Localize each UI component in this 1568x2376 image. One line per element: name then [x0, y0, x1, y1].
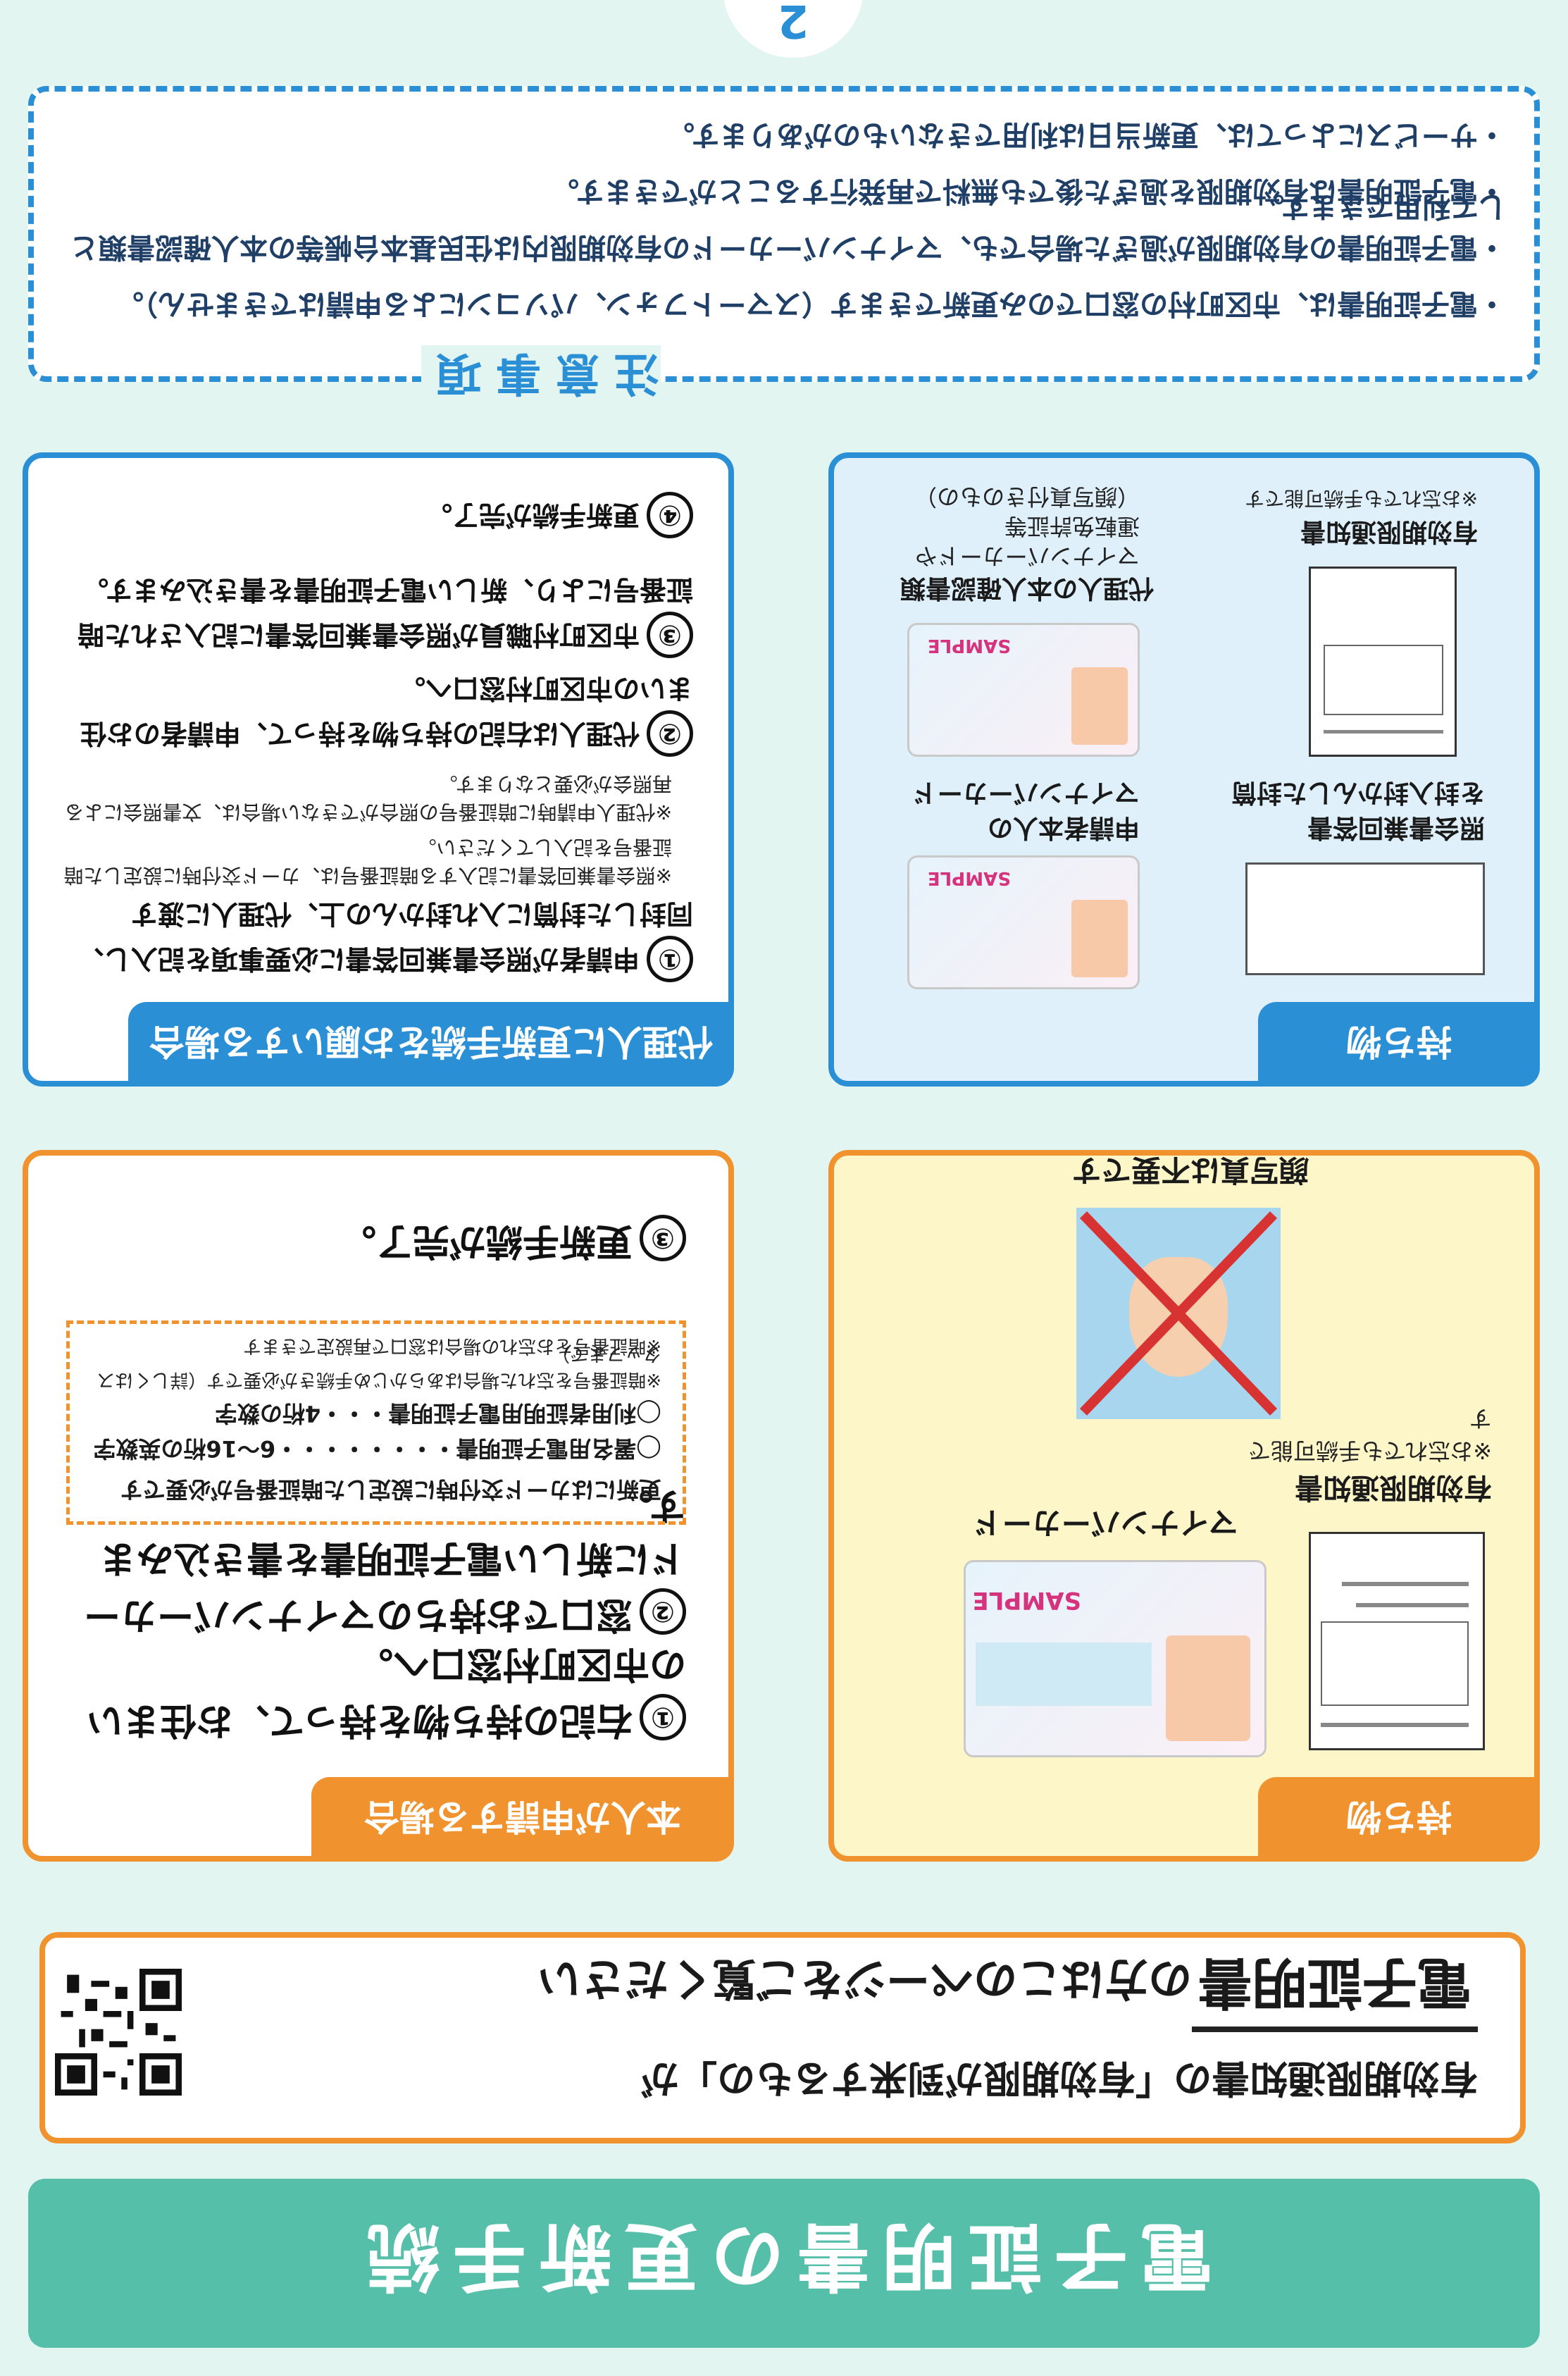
pin-note-2: ※暗証番号をお忘れの場合は窓口で再設定できます — [243, 1335, 661, 1356]
notice-rest: の方はこのページをご覧ください — [537, 1953, 1192, 2005]
caution-item-4: ・サービスによっては、更新当日は利用できないものがあります。 — [666, 118, 1506, 151]
proxy-items-card: 持ち物 SAMPLE 申請者本人の マイナンバーカード SAMPLE 代理人の本… — [828, 452, 1540, 1087]
expiry-notice-note: ※お忘れでも手続可能です — [1245, 487, 1478, 510]
applicant-card-label-1: 申請者本人の — [987, 813, 1140, 842]
self-step-1: ①右記の持ち物を持って、お住まいの市区町村窓口へ。 — [87, 1642, 686, 1741]
no-photo-illustration — [1076, 1208, 1281, 1419]
proxy-step-4: ④更新手続が完了。 — [59, 492, 693, 538]
sealed-label-1: 照会書兼回答書 — [1307, 813, 1485, 842]
proxy-id-example-2: 運転免許証等 — [1004, 513, 1140, 540]
applicant-card-image: SAMPLE — [907, 855, 1140, 989]
caution-title: 注意事項 — [421, 345, 661, 409]
my-number-card-image: SAMPLE — [964, 1560, 1267, 1757]
proxy-note-1: ※照会書兼回答書に記入する暗証番号は、カード交付時に設定した暗証番号を記入してく… — [63, 836, 672, 887]
page-title: 電子証明書の更新手続 — [354, 2213, 1214, 2300]
cross-mark-icon — [1079, 1211, 1278, 1416]
proxy-note-2: ※代理人申請時に暗証番号の照合ができない場合は、文書照会による再照会が必要となり… — [64, 772, 672, 824]
notice-line-1: 有効期限通知書の「有効期限が到来するもの」が — [641, 2056, 1478, 2100]
expiry-notice-label: 有効期限通知書 — [1300, 517, 1478, 546]
proxy-request-tab: 代理人に更新手続をお願いする場合 — [128, 1002, 734, 1087]
caution-item-1: ・電子証明書は、市区町村の窓口でのみ更新できます（スマートフォン、パソコンによる… — [116, 287, 1506, 320]
page-number: 2 — [723, 0, 864, 58]
face-photo-icon — [1166, 1635, 1250, 1741]
expiry-notice-label: 有効期限通知書 — [1295, 1471, 1492, 1504]
face-photo-icon — [1071, 900, 1128, 977]
notice-strip: 有効期限通知書の「有効期限が到来するもの」が 電子証明書の方はこのページをご覧く… — [39, 1932, 1526, 2143]
pin-item-2: ◯利用者証明用電子証明書・・・4桁の数字 — [214, 1400, 661, 1427]
sealed-envelope-image — [1245, 862, 1485, 975]
pin-item-1: ◯署名用電子証明書・・・・・・・・6〜16桁の英数字 — [93, 1435, 661, 1462]
header-banner: 電子証明書の更新手続 — [28, 2179, 1540, 2348]
sealed-label-2: を封入封かんした封筒 — [1231, 778, 1485, 807]
notice-line-2: 電子証明書の方はこのページをご覧ください — [210, 1948, 1478, 2032]
self-items-tab: 持ち物 — [1258, 1777, 1540, 1862]
card-info-area — [976, 1642, 1152, 1706]
sample-mark: SAMPLE — [927, 867, 1011, 889]
notice-emphasis: 電子証明書 — [1191, 1948, 1478, 2032]
proxy-step-3: ③市区町村職員が照会書兼回答書に記入された暗証番号により、新しい電子証明書を書き… — [59, 573, 693, 658]
pin-intro: 更新にはカード交付時に設定した暗証番号が必要です — [120, 1476, 661, 1503]
proxy-id-example-1: マイナンバーカードや — [914, 543, 1140, 569]
self-items-card: 持ち物 SAMPLE マイナンバーカード 有効期限通知書 ※お忘れでも手続可能で… — [828, 1150, 1540, 1862]
qr-code-icon[interactable] — [55, 1969, 182, 2096]
proxy-id-image: SAMPLE — [907, 623, 1140, 757]
sample-mark: SAMPLE — [972, 1586, 1081, 1614]
applicant-card-label-2: マイナンバーカード — [911, 778, 1140, 807]
proxy-request-card: 代理人に更新手続をお願いする場合 ①申請者が照会書兼回答書に必要事項を記入し、同… — [23, 452, 734, 1087]
pin-info-box: 更新にはカード交付時に設定した暗証番号が必要です ◯署名用電子証明書・・・・・・… — [66, 1320, 686, 1525]
proxy-items-tab: 持ち物 — [1258, 1002, 1540, 1087]
expiry-notice-image — [1309, 1532, 1485, 1750]
sample-mark: SAMPLE — [927, 635, 1011, 656]
my-number-card-label: マイナンバーカード — [972, 1505, 1238, 1540]
self-request-card: 本人が申請する場合 ①右記の持ち物を持って、お住まいの市区町村窓口へ。 ②窓口で… — [23, 1150, 734, 1862]
proxy-step-1: ①申請者が照会書兼回答書に必要事項を記入し、同封した封筒に入れ封かんの上、代理人… — [59, 897, 693, 982]
proxy-id-label: 代理人の本人確認書類 — [900, 574, 1154, 602]
proxy-id-example-3: （顔写真付きのもの） — [914, 483, 1140, 510]
no-photo-note: 顔写真は不要です — [1071, 1153, 1309, 1187]
face-photo-icon — [1071, 667, 1128, 745]
self-step-3: ③更新手続が完了。 — [66, 1215, 686, 1271]
self-request-tab: 本人が申請する場合 — [311, 1777, 734, 1862]
proxy-step-2: ②代理人は右記の持ち物を持って、申請者のお住まいの市区町村窓口へ。 — [59, 672, 693, 757]
expiry-notice-image — [1309, 567, 1457, 757]
caution-item-3: ・電子証明書は有効期限を過ぎた後でも無料で再発行することができます。 — [551, 175, 1506, 207]
caution-box: 注意事項 ・電子証明書は、市区町村の窓口でのみ更新できます（スマートフォン、パソ… — [28, 86, 1540, 409]
